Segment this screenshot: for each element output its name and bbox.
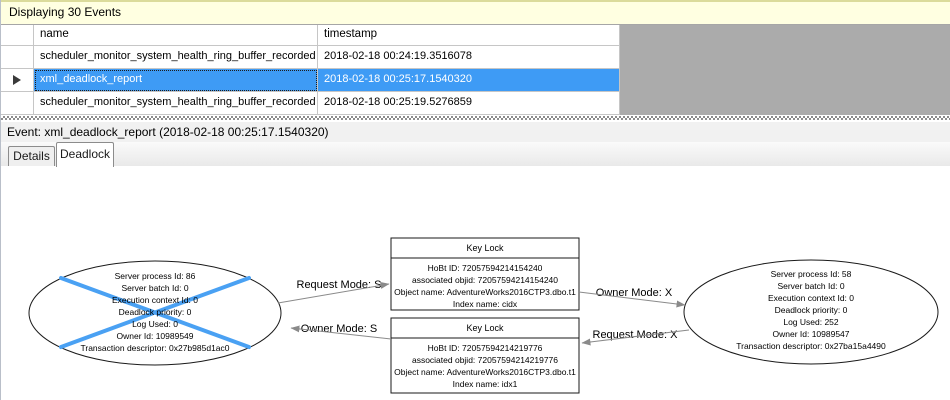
event-timestamp-cell[interactable]: 2018-02-18 00:25:19.5276859 (318, 92, 620, 115)
key-lock-bottom-details[interactable]: HoBt ID: 72057594214219776 associated ob… (394, 343, 576, 389)
table-row[interactable]: scheduler_monitor_system_health_ring_buf… (1, 92, 620, 115)
key-lock-top-title: Key Lock (466, 243, 504, 253)
key-lock-top-box[interactable] (390, 237, 580, 311)
edge-request-x-arrow (581, 329, 690, 346)
edge-label-owner-mode-s: Owner Mode: S (301, 323, 377, 335)
edge-label-request-mode-s: Request Mode: S (297, 279, 382, 291)
victim-cross-line (59, 276, 251, 349)
victim-process-details[interactable]: Server process Id: 86 Server batch Id: 0… (80, 271, 230, 353)
edge-owner-s-arrow (290, 325, 392, 340)
key-lock-bottom-title: Key Lock (466, 323, 504, 333)
current-row-arrow-icon (13, 75, 21, 85)
event-name-cell[interactable]: scheduler_monitor_system_health_ring_buf… (34, 46, 318, 69)
edge-owner-x-arrow (578, 291, 686, 308)
deadlock-graph-svg: Request Mode: S Owner Mode: S Owner Mode… (28, 237, 939, 394)
column-header-timestamp[interactable]: timestamp (318, 25, 620, 46)
grid-header-row: name timestamp (1, 25, 620, 46)
row-selector-cell[interactable] (1, 69, 34, 92)
key-lock-top-details[interactable]: HoBt ID: 72057594214154240 associated ob… (394, 263, 576, 309)
process-node-ellipse[interactable] (683, 259, 939, 365)
event-name-cell[interactable]: xml_deadlock_report (34, 69, 318, 92)
edge-request-s-arrow (277, 281, 390, 304)
event-name-cell[interactable]: scheduler_monitor_system_health_ring_buf… (34, 92, 318, 115)
splitter-grip-texture (1, 116, 950, 120)
tab-deadlock[interactable]: Deadlock (56, 142, 114, 167)
events-count-label: Displaying 30 Events (9, 5, 122, 19)
table-row[interactable]: scheduler_monitor_system_health_ring_buf… (1, 46, 620, 69)
event-timestamp-cell[interactable]: 2018-02-18 00:25:17.1540320 (318, 69, 620, 92)
tab-details[interactable]: Details (8, 146, 55, 166)
column-header-name[interactable]: name (34, 25, 318, 46)
event-timestamp-cell[interactable]: 2018-02-18 00:24:19.3516078 (318, 46, 620, 69)
edge-label-request-mode-x: Request Mode: X (593, 329, 679, 341)
events-count-bar: Displaying 30 Events (1, 0, 950, 25)
row-selector-cell[interactable] (1, 92, 34, 115)
events-grid[interactable]: name timestamp scheduler_monitor_system_… (1, 25, 950, 115)
horizontal-splitter[interactable] (1, 115, 950, 122)
event-detail-header: Event: xml_deadlock_report (2018-02-18 0… (1, 122, 950, 142)
key-lock-bottom-box[interactable] (390, 317, 580, 394)
detail-tabstrip: Details Deadlock (1, 142, 950, 167)
edge-label-owner-mode-x: Owner Mode: X (596, 287, 673, 299)
row-selector-header (1, 25, 34, 46)
table-row-selected[interactable]: xml_deadlock_report 2018-02-18 00:25:17.… (1, 69, 620, 92)
deadlock-graph-canvas[interactable]: Request Mode: S Owner Mode: S Owner Mode… (1, 166, 950, 400)
event-detail-label: Event: xml_deadlock_report (2018-02-18 0… (7, 125, 329, 139)
row-selector-cell[interactable] (1, 46, 34, 69)
surviving-process-details[interactable]: Server process Id: 58 Server batch Id: 0… (736, 269, 886, 351)
